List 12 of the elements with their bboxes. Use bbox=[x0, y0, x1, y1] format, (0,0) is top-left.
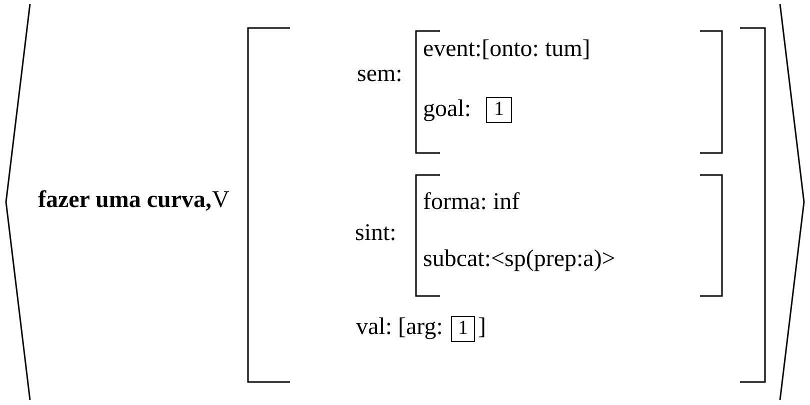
bracket-text: ] bbox=[478, 313, 486, 341]
tag-box: 1 bbox=[451, 316, 475, 342]
category-label: V bbox=[212, 186, 230, 214]
feature-value: event:[onto: tum] bbox=[423, 35, 590, 63]
feature-name: goal: bbox=[423, 95, 471, 123]
feature-name: val: [arg: bbox=[356, 313, 443, 341]
tag-box: 1 bbox=[486, 97, 512, 123]
feature-name: sint: bbox=[355, 219, 396, 247]
feature-value: forma: inf bbox=[423, 188, 520, 216]
headword: fazer uma curva, bbox=[38, 186, 212, 214]
feature-value: subcat:<sp(prep:a)> bbox=[423, 245, 616, 273]
feature-name: sem: bbox=[357, 60, 402, 88]
